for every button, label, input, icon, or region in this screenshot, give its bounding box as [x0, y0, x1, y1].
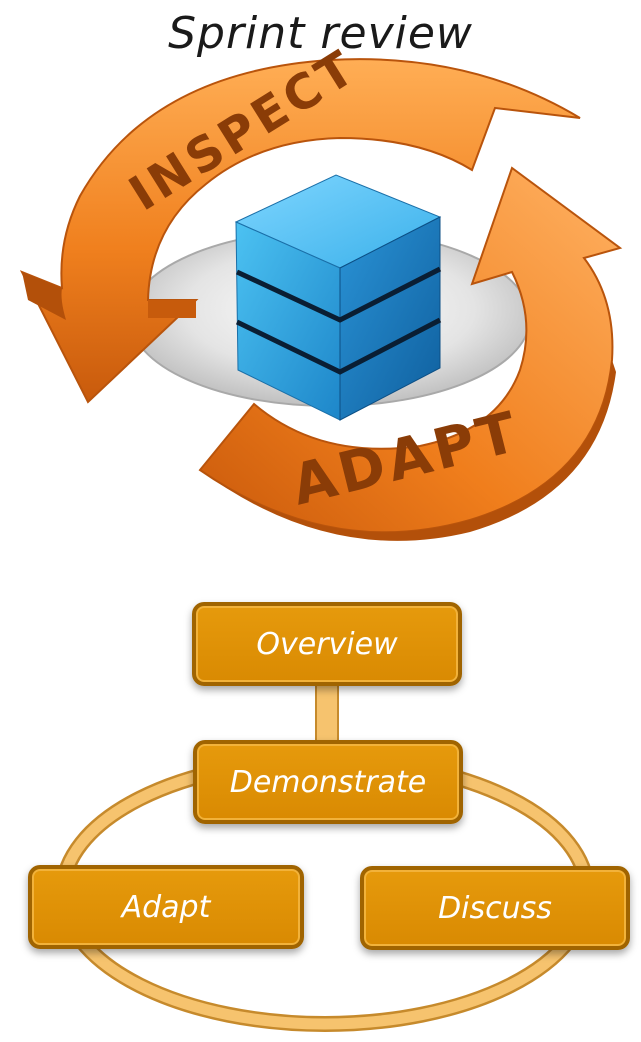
cube: [234, 174, 442, 421]
demonstrate-label: Demonstrate: [229, 764, 427, 800]
discuss-label: Discuss: [438, 890, 552, 926]
adapt-arrow: [198, 166, 623, 541]
demonstrate-box: Demonstrate: [193, 740, 463, 824]
adapt-box: Adapt: [28, 865, 304, 949]
overview-label: Overview: [256, 626, 398, 662]
overview-connector: [315, 683, 339, 747]
adapt-label-box: Adapt: [121, 889, 211, 925]
inspect-adapt-cycle: INSPECT ADAPT: [19, 39, 623, 541]
diagram-title: Sprint review: [168, 8, 473, 59]
discuss-box: Discuss: [360, 866, 630, 950]
inspect-arrow: [19, 58, 581, 404]
overview-box: Overview: [192, 602, 462, 686]
